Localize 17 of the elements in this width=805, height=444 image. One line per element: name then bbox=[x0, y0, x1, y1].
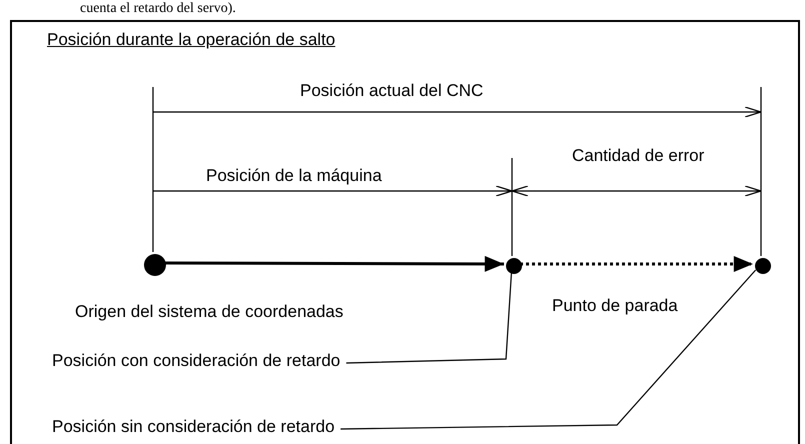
point-dot bbox=[144, 254, 166, 276]
point-caption: Punto de parada bbox=[552, 296, 678, 316]
arrow bbox=[164, 256, 504, 272]
point-caption: Origen del sistema de coordenadas bbox=[75, 302, 344, 322]
leader-text: Posición sin consideración de retardo bbox=[52, 417, 341, 437]
dimension-label: Cantidad de error bbox=[572, 146, 704, 166]
point-dot bbox=[755, 258, 771, 274]
cut-text-line: cuenta el retardo del servo). bbox=[80, 0, 236, 17]
diagram-frame bbox=[10, 20, 800, 444]
leader-line bbox=[346, 272, 512, 364]
dimension-label: Posición actual del CNC bbox=[300, 81, 484, 101]
point-dot bbox=[506, 258, 522, 274]
arrow bbox=[520, 256, 753, 272]
leader-line bbox=[340, 270, 756, 430]
dimension-label: Posición de la máquina bbox=[206, 166, 382, 186]
leader-text: Posición con consideración de retardo bbox=[52, 351, 346, 371]
frame-heading: Posición durante la operación de salto bbox=[47, 30, 336, 50]
